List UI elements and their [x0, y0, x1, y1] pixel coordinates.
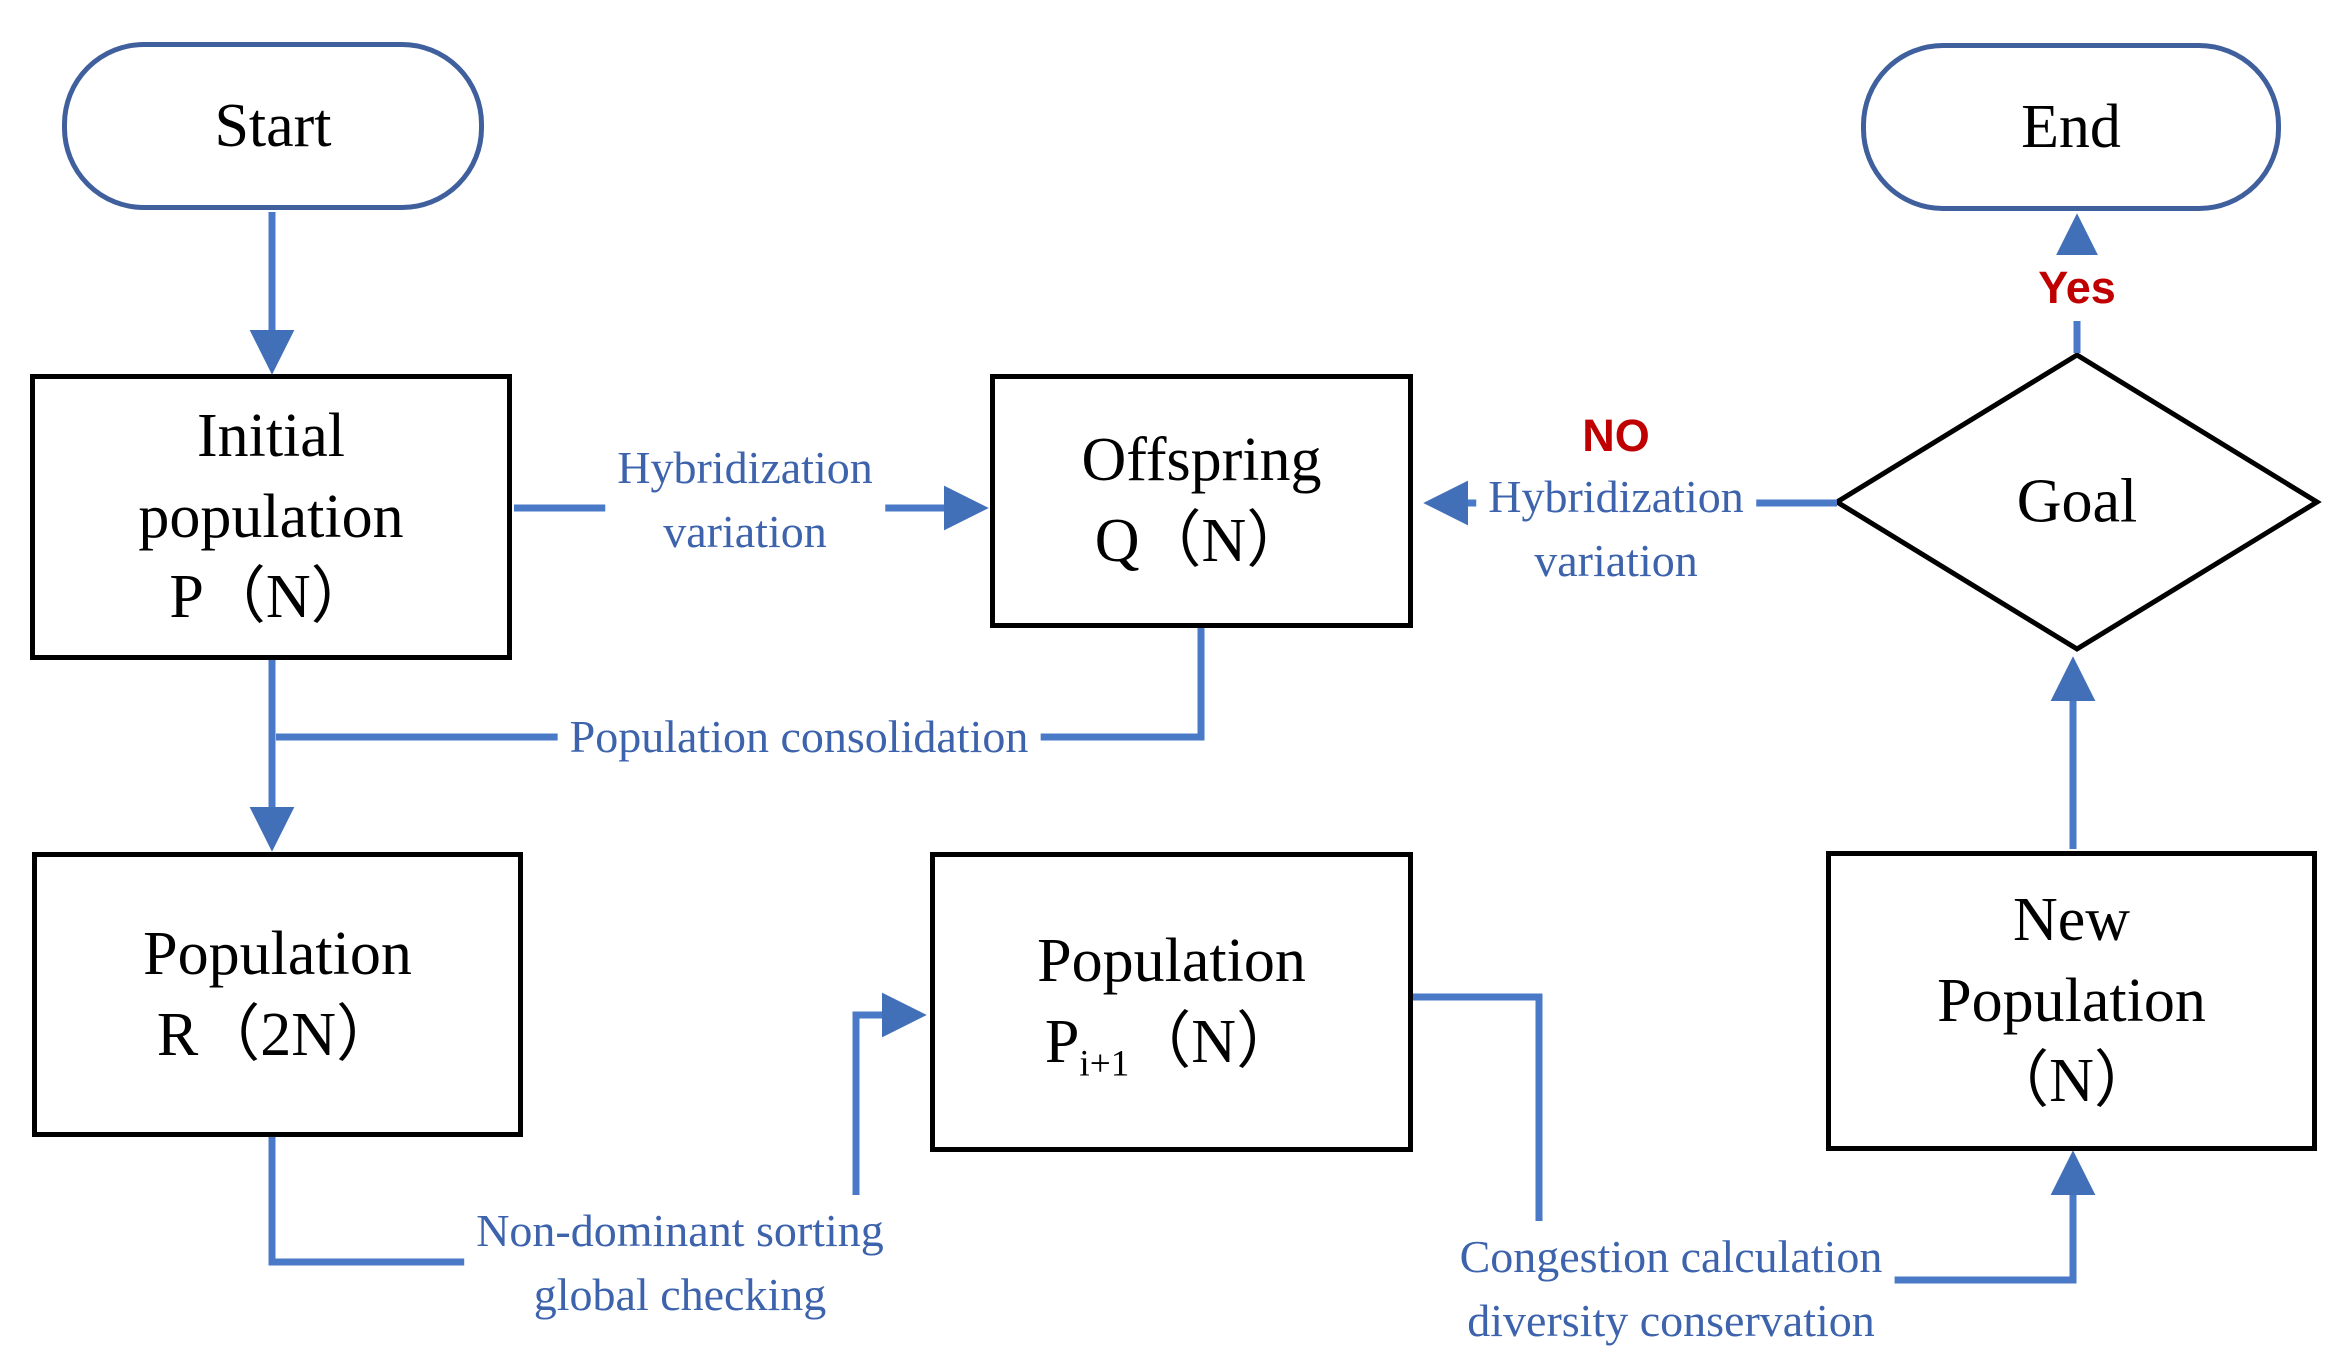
yes-decision-text: Yes: [2038, 262, 2116, 313]
population-consolidation-text: Population consolidation: [569, 711, 1029, 762]
no-branch-line1: Hybridization: [1488, 471, 1744, 522]
start-node: Start: [62, 42, 484, 210]
no-branch-line2: variation: [1534, 535, 1698, 586]
edge-label-non-dominant-sorting: Non-dominant sorting global checking: [464, 1195, 896, 1331]
population-r-line1: Population: [143, 919, 412, 988]
new-population-line2: Population: [1937, 966, 2206, 1035]
edge-label-population-consolidation: Population consolidation: [557, 701, 1041, 773]
congestion-line2: diversity conservation: [1467, 1295, 1875, 1346]
non-dominant-line2: global checking: [533, 1269, 827, 1320]
offspring-node: Offspring Q（N）: [990, 374, 1413, 628]
population-p-next-line1: Population: [1037, 927, 1306, 996]
population-p-next-subscript: i+1: [1079, 1043, 1130, 1085]
goal-diamond: [1832, 352, 2322, 652]
initial-population-node: Initial population P（N）: [30, 374, 512, 660]
offspring-line2: Q（N）: [1094, 507, 1309, 575]
congestion-line1: Congestion calculation: [1459, 1231, 1883, 1282]
edge-label-yes-branch: Yes: [2026, 255, 2128, 321]
population-p-next-line2: Pi+1（N）: [1045, 1002, 1298, 1083]
population-p-next-node: Population Pi+1（N）: [930, 852, 1413, 1152]
edge-label-no-branch: NO Hybridization variation: [1476, 403, 1756, 597]
new-population-node: New Population （N）: [1826, 851, 2317, 1151]
population-p-next-paren: （N）: [1129, 1008, 1299, 1076]
non-dominant-line1: Non-dominant sorting: [476, 1205, 884, 1256]
initial-population-line2: population: [138, 482, 404, 551]
hybridization-left-line1: Hybridization: [617, 442, 873, 493]
end-label: End: [2021, 92, 2121, 161]
goal-label: Goal: [2016, 467, 2138, 536]
end-node: End: [1861, 43, 2281, 211]
edge-label-hybridization-variation-left: Hybridization variation: [605, 432, 885, 568]
no-decision-text: NO: [1582, 410, 1650, 461]
population-r-node: Population R（2N）: [32, 852, 523, 1137]
initial-population-line3: P（N）: [169, 563, 373, 632]
hybridization-left-line2: variation: [663, 506, 827, 557]
edge-label-congestion-calculation: Congestion calculation diversity conserv…: [1447, 1221, 1895, 1357]
new-population-line3: （N）: [1987, 1047, 2156, 1116]
initial-population-line1: Initial: [196, 402, 346, 471]
population-r-line2: R（2N）: [156, 1000, 399, 1069]
start-label: Start: [214, 91, 332, 160]
offspring-line1: Offspring: [1081, 426, 1322, 495]
population-p-next-symbol: P: [1044, 1008, 1080, 1076]
new-population-line1: New: [2012, 886, 2131, 955]
